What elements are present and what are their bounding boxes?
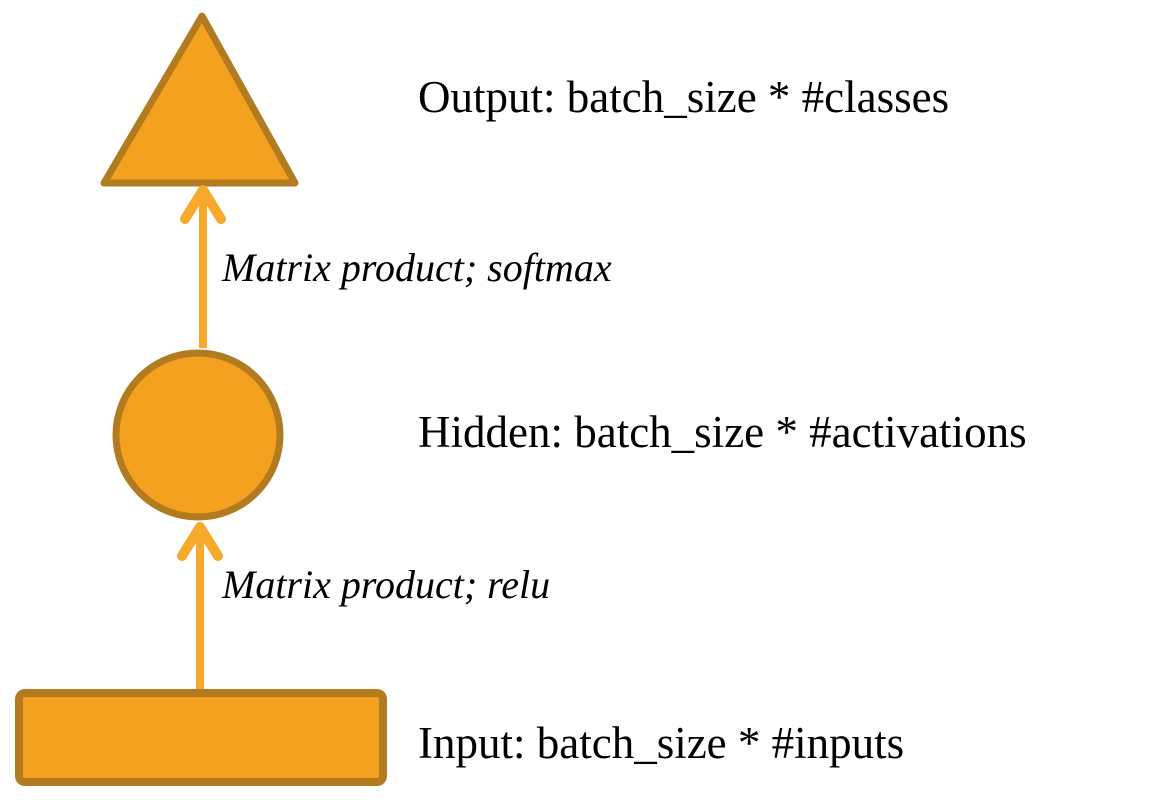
edge-label-softmax: Matrix product; softmax bbox=[222, 245, 612, 290]
hidden-node-label: Hidden: batch_size * #activations bbox=[418, 407, 1027, 457]
input-node-rectangle bbox=[15, 689, 387, 786]
edge-label-relu: Matrix product; relu bbox=[222, 562, 551, 607]
output-node-triangle bbox=[100, 12, 299, 187]
arrow-up-icon-relu bbox=[177, 522, 223, 690]
output-node-label: Output: batch_size * #classes bbox=[418, 72, 950, 122]
input-node-label: Input: batch_size * #inputs bbox=[418, 718, 905, 768]
hidden-node-circle bbox=[112, 349, 284, 521]
arrow-up-icon-softmax bbox=[180, 185, 226, 348]
